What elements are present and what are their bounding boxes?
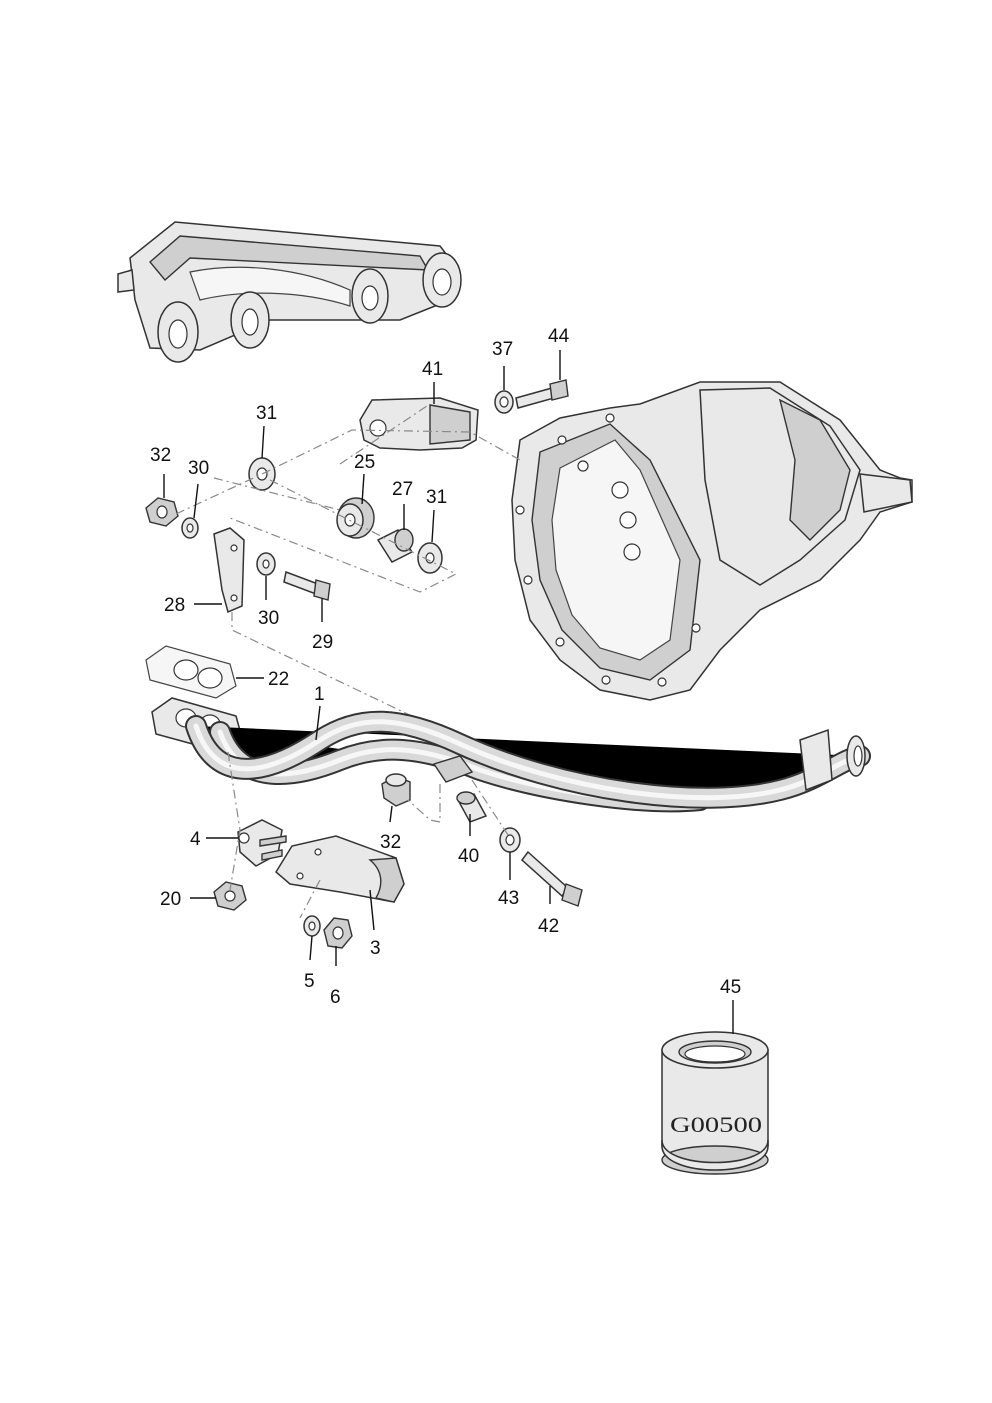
- stud-plate-4: [237, 819, 287, 867]
- callout-37: 37: [492, 339, 513, 360]
- hex-nut-6: [323, 917, 353, 949]
- callout-28: 28: [164, 595, 185, 616]
- cap-nut-32-lower: [381, 773, 411, 807]
- leader-lines: [163, 350, 734, 1034]
- callout-4: 4: [190, 829, 201, 850]
- callout-32a: 32: [150, 445, 171, 466]
- spacer-40: [456, 791, 488, 823]
- assembly-lines-lower: [227, 751, 511, 919]
- callout-30a: 30: [188, 458, 209, 479]
- bolt-42: [520, 850, 583, 907]
- callout-30b: 30: [258, 608, 279, 629]
- callout-25: 25: [354, 452, 375, 473]
- transmission-housing: [511, 381, 913, 701]
- gasket-22: [145, 645, 237, 699]
- rubber-mount-25: [336, 497, 375, 539]
- spacer-sleeve-27: [376, 528, 414, 563]
- exhaust-front-pipe-1: [151, 697, 865, 801]
- washer-5: [303, 915, 321, 937]
- callout-22: 22: [268, 669, 289, 690]
- callout-20: 20: [160, 889, 181, 910]
- washer-43: [499, 827, 521, 853]
- callout-27: 27: [392, 479, 413, 500]
- callout-32b: 32: [380, 832, 401, 853]
- callout-43: 43: [498, 888, 519, 909]
- heat-shield-3: [275, 835, 405, 903]
- bolt-44: [515, 379, 569, 409]
- grease-can-45: G00500: [661, 1031, 769, 1175]
- callout-41: 41: [422, 359, 443, 380]
- callout-42: 42: [538, 916, 559, 937]
- callout-31b: 31: [426, 487, 447, 508]
- washer-30-lower: [256, 552, 276, 576]
- callout-labels: 1 3 4 5 6 20 22 25 27 28 29 30 30 31 31 …: [150, 326, 741, 1008]
- bolt-29: [283, 570, 331, 601]
- assembly-lines-upper: [175, 403, 521, 721]
- callout-29: 29: [312, 632, 333, 653]
- callout-31a: 31: [256, 403, 277, 424]
- bracket-28: [213, 527, 245, 614]
- callout-45: 45: [720, 977, 741, 998]
- washer-30-upper: [181, 517, 199, 539]
- hex-nut-32-upper: [145, 497, 179, 527]
- callout-1: 1: [314, 684, 325, 705]
- washer-31-upper: [248, 457, 276, 491]
- exhaust-manifold: [117, 221, 462, 363]
- washer-31-lower: [417, 542, 443, 574]
- bracket-41: [359, 397, 479, 451]
- washer-37: [494, 390, 514, 414]
- grease-can-code: G00500: [670, 1112, 762, 1137]
- callout-6: 6: [330, 987, 341, 1008]
- callout-5: 5: [304, 971, 315, 992]
- callout-3: 3: [370, 938, 381, 959]
- callout-44: 44: [548, 326, 570, 347]
- callout-40: 40: [458, 846, 479, 867]
- hex-nut-20: [213, 881, 247, 911]
